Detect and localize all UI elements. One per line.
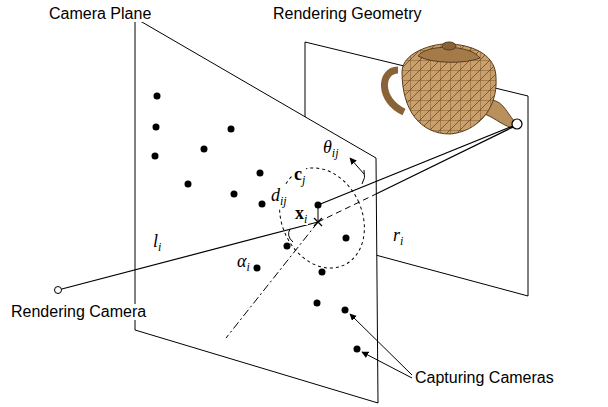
- distance-symbol: li: [152, 232, 162, 253]
- capturing-camera-dots: [152, 93, 361, 353]
- plane-title: Rendering Geometry: [272, 6, 423, 22]
- viewing-ray-hidden: [318, 194, 376, 222]
- alpha-arc: [289, 229, 293, 242]
- camera-caption: Capturing Cameras: [414, 370, 555, 386]
- distance-symbol: ri: [392, 226, 404, 247]
- neighborhood-ellipse: [264, 154, 380, 282]
- angle-symbol: θij: [322, 138, 340, 159]
- camera-plane: [135, 18, 378, 403]
- camera-ray: [318, 126, 513, 205]
- leader-line: [350, 314, 412, 375]
- camera-caption: Rendering Camera: [10, 304, 147, 320]
- angle-symbol: αi: [236, 252, 251, 273]
- leader-line: [362, 352, 412, 378]
- viewing-ray: [58, 222, 318, 290]
- rendering-camera-point: [55, 287, 62, 294]
- point-symbol: xi: [294, 204, 308, 225]
- teapot: [384, 42, 518, 134]
- plane-normal: [226, 222, 318, 338]
- intersection-mark: [314, 218, 322, 226]
- distance-symbol: dij: [270, 186, 288, 207]
- plane-title: Camera Plane: [48, 6, 152, 22]
- theta-pointer: [350, 158, 364, 174]
- surface-point: [512, 119, 522, 129]
- point-symbol: cj: [293, 165, 306, 186]
- distance-line: [318, 205, 319, 222]
- viewing-ray: [376, 127, 513, 194]
